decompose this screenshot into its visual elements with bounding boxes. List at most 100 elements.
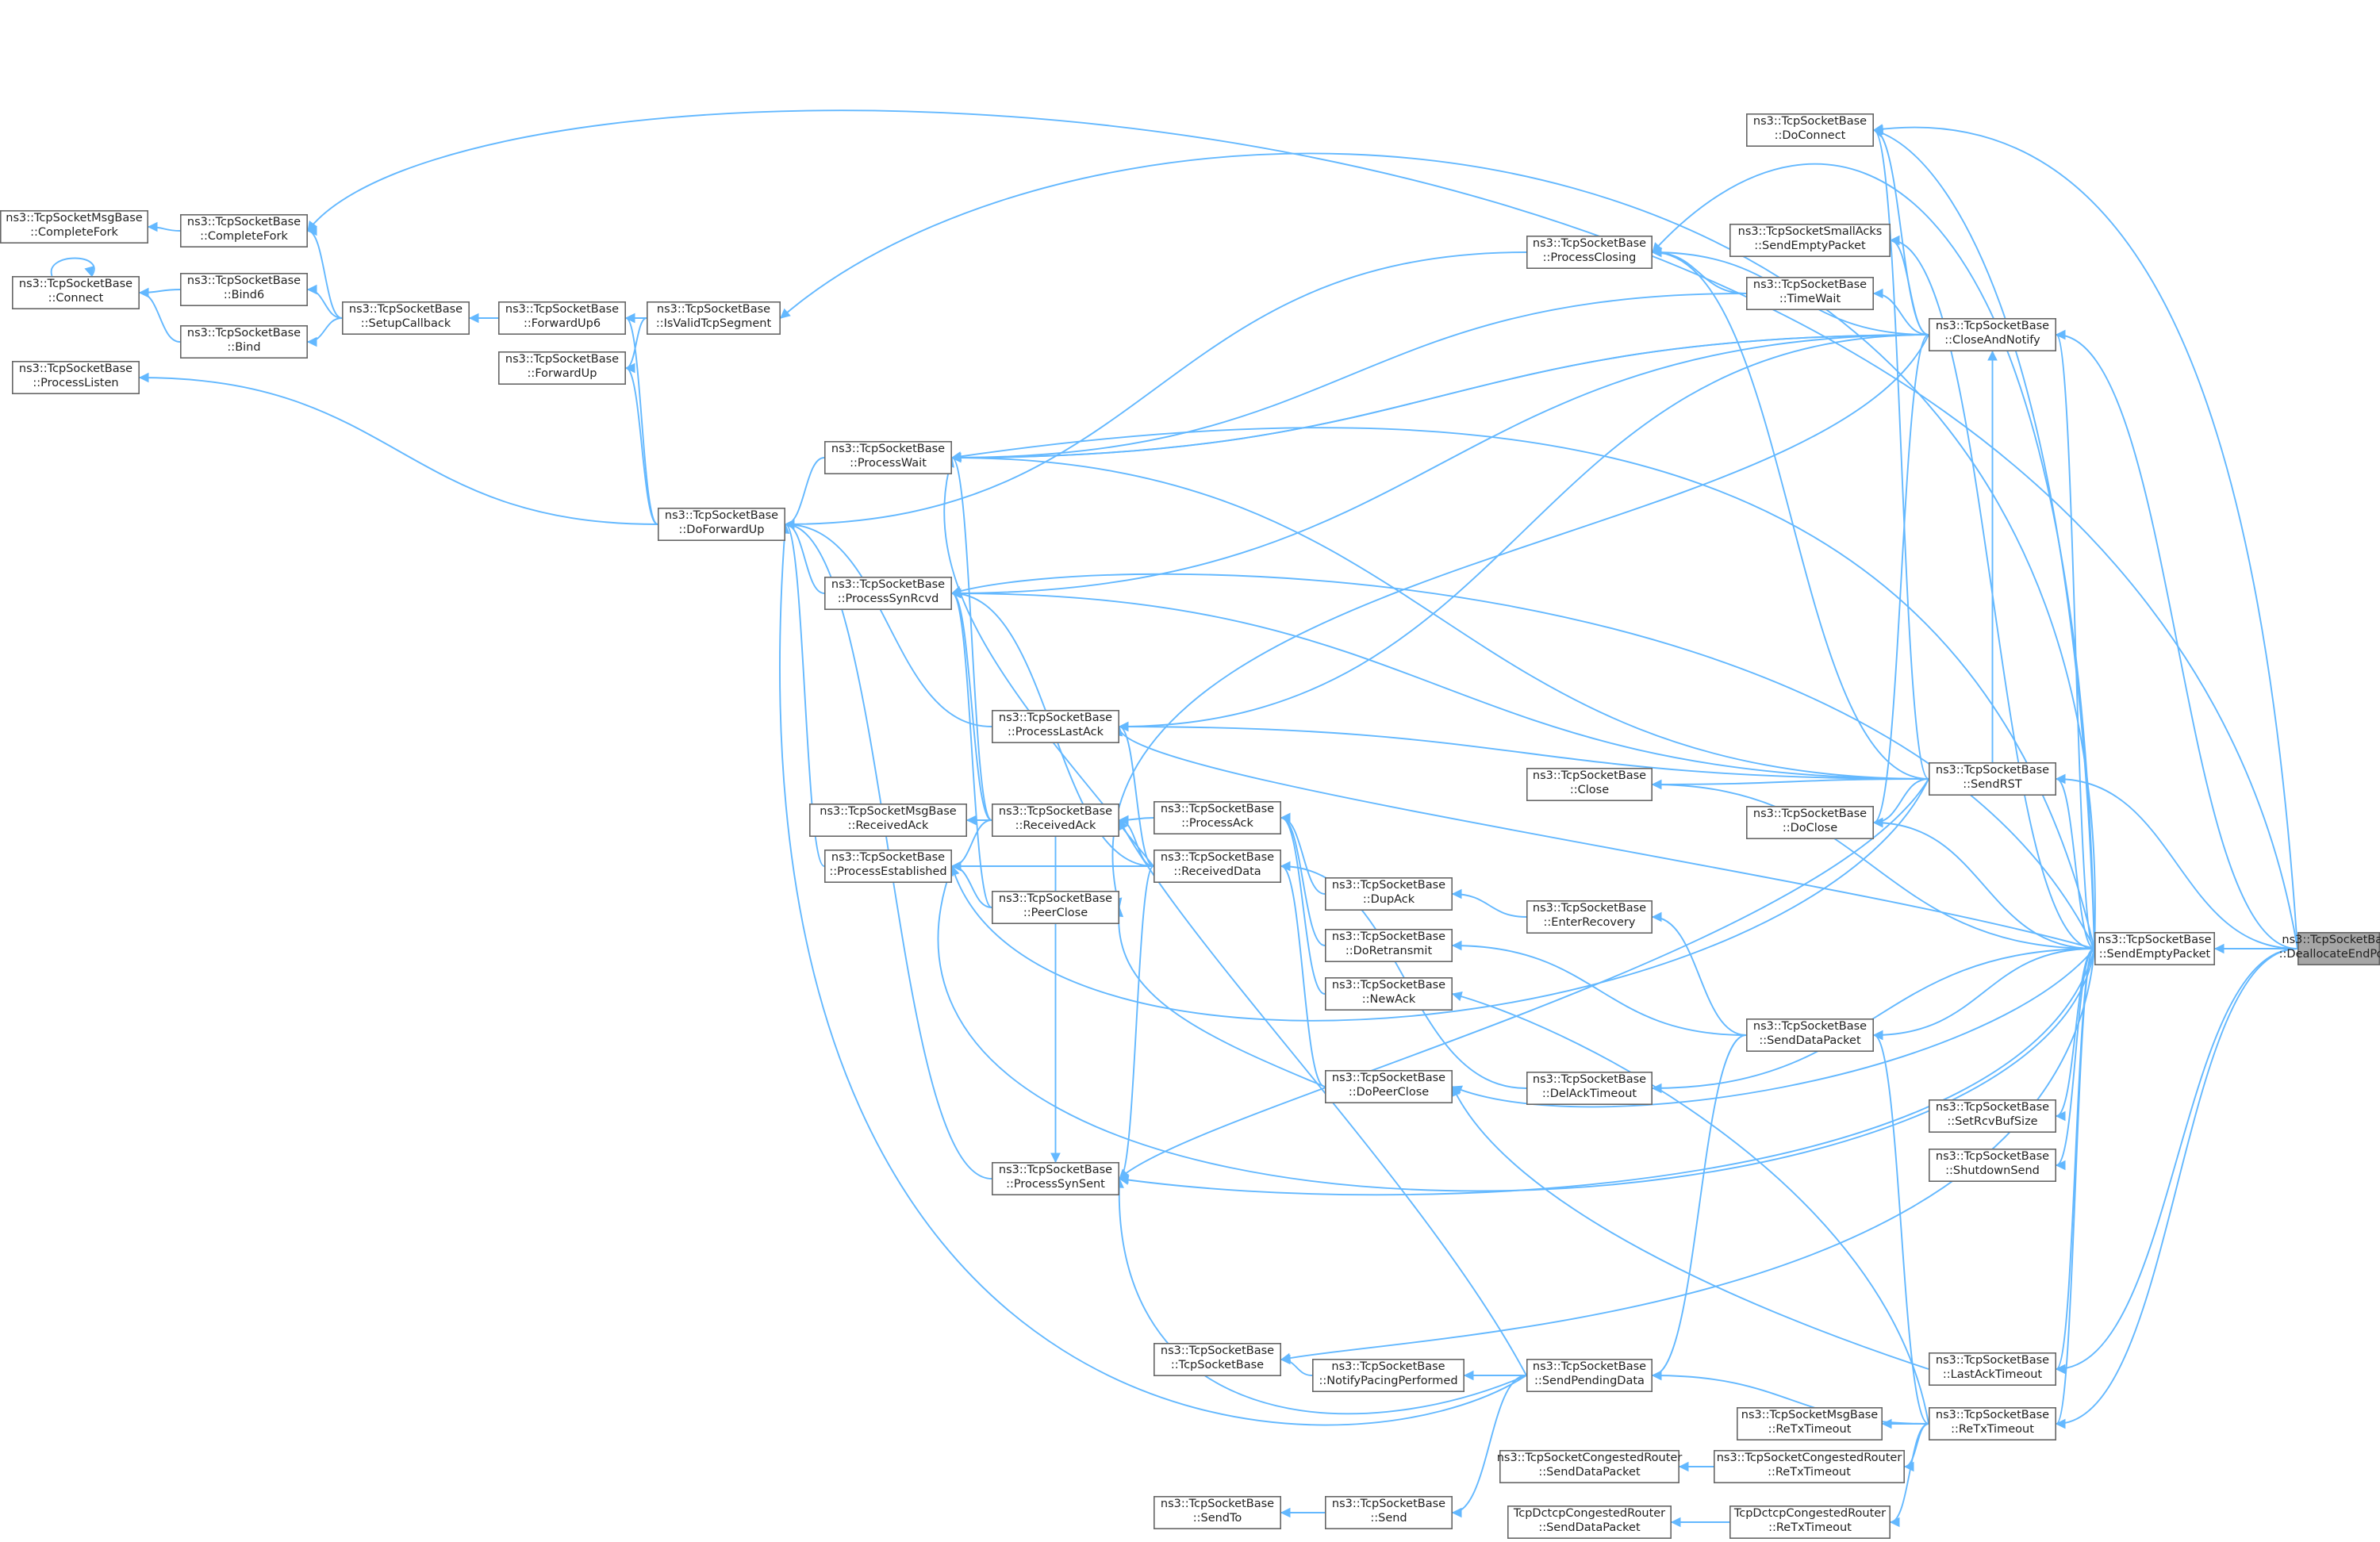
- node-box[interactable]: [1499, 1450, 1680, 1484]
- node-processLastAck[interactable]: ns3::TcpSocketBase::ProcessLastAck: [992, 709, 1120, 743]
- node-box[interactable]: [1526, 235, 1653, 269]
- node-box[interactable]: [1729, 223, 1891, 257]
- node-closeAndNotify[interactable]: ns3::TcpSocketBase::CloseAndNotify: [1929, 317, 2057, 351]
- node-processListen[interactable]: ns3::TcpSocketBase::ProcessListen: [12, 360, 140, 394]
- node-box[interactable]: [1325, 977, 1453, 1011]
- node-setRcvBufSize[interactable]: ns3::TcpSocketBase::SetRcvBufSize: [1929, 1099, 2057, 1133]
- node-box[interactable]: [2094, 932, 2216, 966]
- node-box[interactable]: [992, 709, 1120, 743]
- node-msgCompleteFork[interactable]: ns3::TcpSocketMsgBase::CompleteFork: [0, 209, 148, 244]
- node-isValid[interactable]: ns3::TcpSocketBase::IsValidTcpSegment: [646, 301, 781, 335]
- node-processSynRcvd[interactable]: ns3::TcpSocketBase::ProcessSynRcvd: [824, 576, 953, 610]
- node-box[interactable]: [1929, 1149, 2057, 1183]
- node-doConnect[interactable]: ns3::TcpSocketBase::DoConnect: [1746, 113, 1875, 148]
- node-box[interactable]: [1325, 929, 1453, 963]
- node-processSynSent[interactable]: ns3::TcpSocketBase::ProcessSynSent: [992, 1162, 1120, 1196]
- node-receivedData[interactable]: ns3::TcpSocketBase::ReceivedData: [1154, 850, 1282, 884]
- node-box[interactable]: [1746, 276, 1875, 310]
- node-box[interactable]: [1154, 1496, 1282, 1530]
- node-box[interactable]: [1929, 1099, 2057, 1133]
- node-box[interactable]: [1929, 761, 2057, 796]
- node-enterRecovery[interactable]: ns3::TcpSocketBase::EnterRecovery: [1526, 900, 1653, 934]
- node-forwardUp6[interactable]: ns3::TcpSocketBase::ForwardUp6: [497, 301, 626, 335]
- node-box[interactable]: [1526, 1359, 1653, 1393]
- node-doClose[interactable]: ns3::TcpSocketBase::DoClose: [1746, 805, 1875, 839]
- node-timeWait[interactable]: ns3::TcpSocketBase::TimeWait: [1746, 276, 1875, 310]
- node-setupCallback[interactable]: ns3::TcpSocketBase::SetupCallback: [341, 301, 470, 335]
- node-box[interactable]: [1507, 1506, 1672, 1540]
- node-box[interactable]: [1929, 1352, 2057, 1387]
- node-box[interactable]: [1714, 1450, 1906, 1484]
- node-box[interactable]: [824, 850, 953, 884]
- node-box[interactable]: [0, 209, 148, 244]
- node-box[interactable]: [1154, 1343, 1282, 1377]
- node-dealloc[interactable]: ns3::TcpSocketBase::DeallocateEndPoint: [2279, 932, 2380, 966]
- node-box[interactable]: [646, 301, 781, 335]
- node-sendPending[interactable]: ns3::TcpSocketBase::SendPendingData: [1526, 1359, 1653, 1393]
- node-box[interactable]: [1746, 805, 1875, 839]
- node-newAck[interactable]: ns3::TcpSocketBase::NewAck: [1325, 977, 1453, 1011]
- node-box[interactable]: [180, 272, 308, 306]
- node-processClosing[interactable]: ns3::TcpSocketBase::ProcessClosing: [1526, 235, 1653, 269]
- node-processAck[interactable]: ns3::TcpSocketBase::ProcessAck: [1154, 800, 1282, 834]
- node-notifyPacing[interactable]: ns3::TcpSocketBase::NotifyPacingPerforme…: [1312, 1359, 1465, 1393]
- node-close[interactable]: ns3::TcpSocketBase::Close: [1526, 767, 1653, 801]
- node-tcpSocketBase[interactable]: ns3::TcpSocketBase::TcpSocketBase: [1154, 1343, 1282, 1377]
- node-box[interactable]: [12, 275, 140, 309]
- node-box[interactable]: [992, 1162, 1120, 1196]
- node-doPeerClose[interactable]: ns3::TcpSocketBase::DoPeerClose: [1325, 1070, 1453, 1104]
- node-box[interactable]: [180, 324, 308, 359]
- node-shutdownSend[interactable]: ns3::TcpSocketBase::ShutdownSend: [1929, 1149, 2057, 1183]
- node-box[interactable]: [1526, 900, 1653, 934]
- node-box[interactable]: [1526, 767, 1653, 801]
- node-reTxTimeout[interactable]: ns3::TcpSocketBase::ReTxTimeout: [1929, 1407, 2057, 1441]
- node-connect[interactable]: ns3::TcpSocketBase::Connect: [12, 275, 140, 309]
- node-box[interactable]: [1746, 113, 1875, 148]
- node-box[interactable]: [341, 301, 470, 335]
- node-delAckTimeout[interactable]: ns3::TcpSocketBase::DelAckTimeout: [1526, 1072, 1653, 1106]
- node-smallAcks[interactable]: ns3::TcpSocketSmallAcks::SendEmptyPacket: [1729, 223, 1891, 257]
- node-dctcpReTx[interactable]: TcpDctcpCongestedRouter::ReTxTimeout: [1729, 1506, 1891, 1540]
- node-msgReceivedAck[interactable]: ns3::TcpSocketMsgBase::ReceivedAck: [808, 803, 967, 837]
- node-lastAckTimeout[interactable]: ns3::TcpSocketBase::LastAckTimeout: [1929, 1352, 2057, 1387]
- node-box[interactable]: [497, 301, 626, 335]
- node-doRetransmit[interactable]: ns3::TcpSocketBase::DoRetransmit: [1325, 929, 1453, 963]
- node-send[interactable]: ns3::TcpSocketBase::Send: [1325, 1496, 1453, 1530]
- node-box[interactable]: [1729, 1506, 1891, 1540]
- node-box[interactable]: [1746, 1018, 1875, 1053]
- node-processWait[interactable]: ns3::TcpSocketBase::ProcessWait: [824, 440, 953, 474]
- node-bind6[interactable]: ns3::TcpSocketBase::Bind6: [180, 272, 308, 306]
- node-box[interactable]: [1929, 1407, 2057, 1441]
- node-processEstab[interactable]: ns3::TcpSocketBase::ProcessEstablished: [824, 850, 953, 884]
- node-box[interactable]: [824, 440, 953, 474]
- node-receivedAck[interactable]: ns3::TcpSocketBase::ReceivedAck: [992, 803, 1120, 837]
- node-box[interactable]: [992, 891, 1120, 925]
- node-completeFork[interactable]: ns3::TcpSocketBase::CompleteFork: [180, 213, 308, 247]
- node-sendDataPacket[interactable]: ns3::TcpSocketBase::SendDataPacket: [1746, 1018, 1875, 1053]
- node-sendRST[interactable]: ns3::TcpSocketBase::SendRST: [1929, 761, 2057, 796]
- node-box[interactable]: [1325, 1070, 1453, 1104]
- node-peerClose[interactable]: ns3::TcpSocketBase::PeerClose: [992, 891, 1120, 925]
- node-box[interactable]: [657, 507, 785, 541]
- node-box[interactable]: [2297, 932, 2380, 966]
- node-sendTo[interactable]: ns3::TcpSocketBase::SendTo: [1154, 1496, 1282, 1530]
- node-box[interactable]: [1526, 1072, 1653, 1106]
- node-box[interactable]: [1737, 1407, 1883, 1441]
- node-box[interactable]: [808, 803, 967, 837]
- node-dupAck[interactable]: ns3::TcpSocketBase::DupAck: [1325, 877, 1453, 911]
- node-congSend[interactable]: ns3::TcpSocketCongestedRouter::SendDataP…: [1497, 1450, 1683, 1484]
- node-doForwardUp[interactable]: ns3::TcpSocketBase::DoForwardUp: [657, 507, 785, 541]
- node-box[interactable]: [824, 576, 953, 610]
- node-box[interactable]: [992, 803, 1120, 837]
- node-msgReTx[interactable]: ns3::TcpSocketMsgBase::ReTxTimeout: [1737, 1407, 1883, 1441]
- node-dctcpSend[interactable]: TcpDctcpCongestedRouter::SendDataPacket: [1507, 1506, 1672, 1540]
- node-box[interactable]: [12, 360, 140, 394]
- node-sendEmpty[interactable]: ns3::TcpSocketBase::SendEmptyPacket: [2094, 932, 2216, 966]
- node-box[interactable]: [1325, 1496, 1453, 1530]
- node-bind[interactable]: ns3::TcpSocketBase::Bind: [180, 324, 308, 359]
- node-box[interactable]: [1154, 800, 1282, 834]
- node-box[interactable]: [1325, 877, 1453, 911]
- node-box[interactable]: [1154, 850, 1282, 884]
- node-congReTx[interactable]: ns3::TcpSocketCongestedRouter::ReTxTimeo…: [1714, 1450, 1906, 1484]
- node-forwardUp[interactable]: ns3::TcpSocketBase::ForwardUp: [497, 351, 626, 385]
